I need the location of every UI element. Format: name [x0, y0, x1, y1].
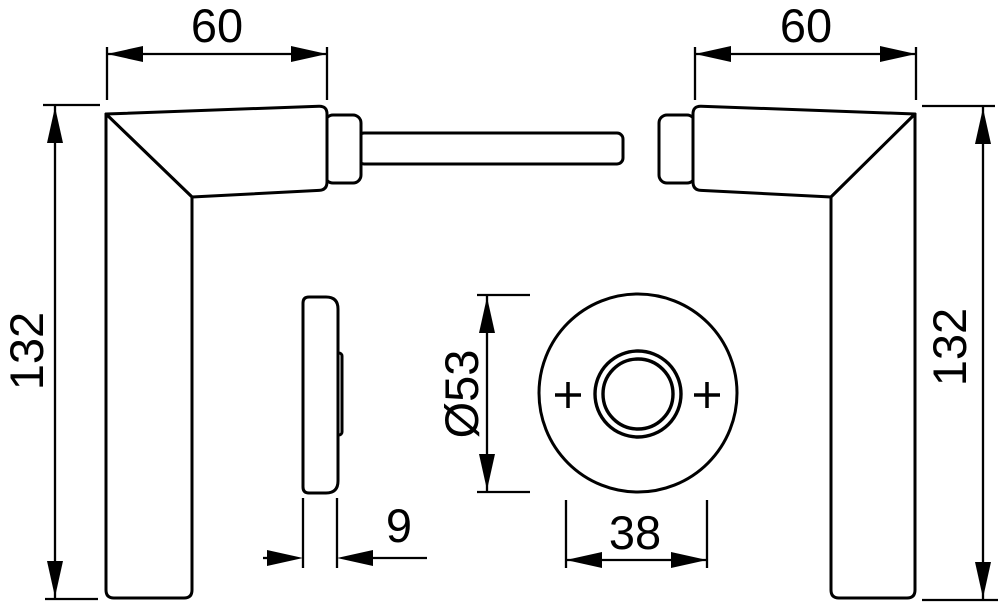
dim-label-38: 38: [609, 506, 661, 559]
dim-label-right-60: 60: [780, 0, 832, 52]
left-handle: [104, 104, 625, 600]
dim-left-lever-length: 60: [105, 0, 329, 100]
right-handle-neck: [691, 104, 917, 199]
spindle-bar: [356, 131, 625, 166]
arrowhead-left-pointing: [337, 550, 373, 566]
right-handle-grip: [829, 112, 917, 600]
arrowhead-right-pointing: [267, 550, 303, 566]
dim-rosette-depth: 9: [263, 498, 427, 568]
arrowhead-down: [47, 561, 63, 597]
arrowhead-left: [695, 46, 731, 62]
arrowhead-left: [107, 46, 143, 62]
left-handle-collar: [323, 113, 363, 185]
rosette-side-view: [301, 295, 344, 495]
rosette-outline-circle: [537, 292, 739, 494]
rosette-side-body: [301, 295, 340, 495]
dim-left-lever-height: 132: [0, 103, 100, 601]
arrowhead-down: [479, 454, 495, 490]
arrowhead-right: [671, 552, 707, 568]
right-screw-mark: [694, 382, 720, 408]
arrowhead-right: [880, 46, 916, 62]
right-handle-collar: [657, 113, 697, 185]
arrowhead-up: [479, 297, 495, 333]
spindle-hole-outer-circle: [593, 349, 683, 439]
left-screw-mark: [555, 382, 581, 408]
dim-label-left-132: 132: [0, 312, 53, 390]
dim-label-left-60: 60: [191, 0, 243, 52]
dim-rosette-diameter: Ø53: [435, 293, 530, 494]
right-handle: [657, 104, 917, 600]
arrowhead-up: [47, 107, 63, 143]
left-handle-grip: [104, 112, 194, 600]
arrowhead-up: [975, 108, 991, 144]
spindle-hole-inner-circle: [601, 357, 675, 431]
rosette-front-view: [537, 292, 739, 494]
arrowhead-right: [291, 46, 327, 62]
dim-label-9: 9: [386, 499, 412, 552]
dim-label-diameter: Ø53: [435, 350, 488, 439]
dim-right-lever-height: 132: [922, 104, 998, 602]
left-handle-neck: [104, 104, 329, 199]
dim-screw-distance: 38: [564, 500, 709, 568]
arrowhead-down: [975, 562, 991, 598]
dim-right-lever-length: 60: [693, 0, 918, 100]
dim-label-right-132: 132: [923, 308, 976, 386]
arrowhead-left: [566, 552, 602, 568]
